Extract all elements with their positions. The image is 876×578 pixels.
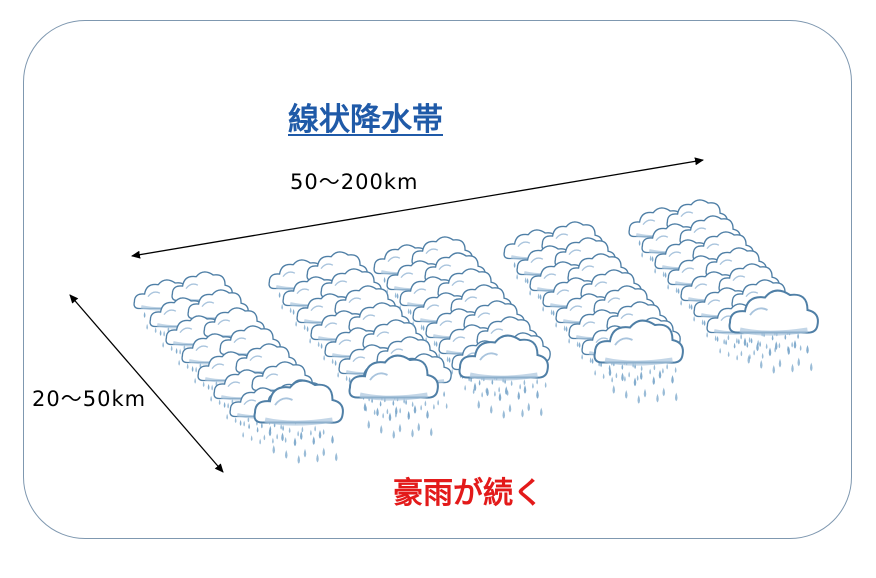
length-arrow-icon (131, 157, 704, 259)
rain-cloud-icon (593, 319, 684, 404)
diagram-frame (23, 20, 852, 539)
rain-cloud-band (133, 199, 819, 464)
length-label: 50～200km (290, 170, 419, 194)
width-label: 20～50km (32, 387, 147, 411)
rain-cloud-icon (728, 289, 819, 374)
heavy-rain-caption: 豪雨が続く (393, 476, 543, 511)
diagram-title: 線状降水帯 (288, 102, 443, 138)
rain-cloud-icon (253, 379, 344, 464)
rain-cloud-icon (458, 334, 549, 419)
rain-cloud-icon (348, 354, 439, 439)
width-arrow-icon (69, 294, 224, 473)
